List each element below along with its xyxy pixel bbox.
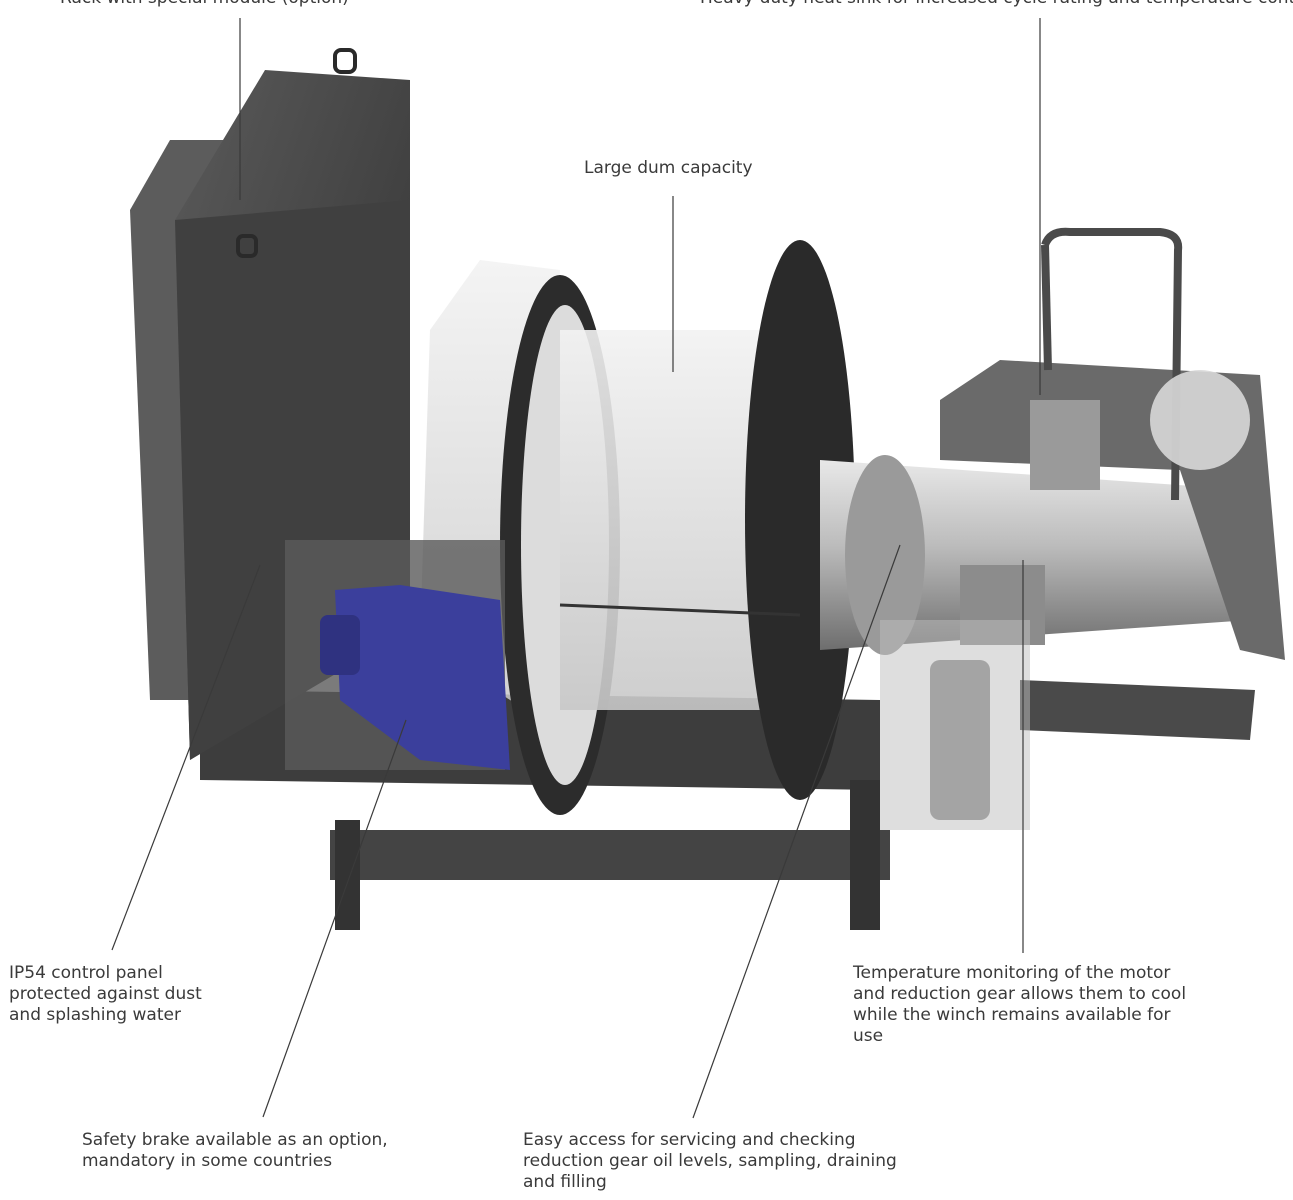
drum [559,240,855,800]
callout-control-panel: IP54 control panel protected against dus… [9,963,202,1026]
callout-temperature: Temperature monitoring of the motor and … [853,963,1186,1047]
heat-sink [940,227,1285,660]
callout-temperature-line-2: and reduction gear allows them to cool [853,984,1187,1004]
callout-control-panel-line-3: and splashing water [9,1005,181,1025]
callout-temperature-line-3: while the winch remains available for [853,1005,1171,1025]
callout-servicing-line-1: Easy access for servicing and checking [523,1130,856,1150]
leader-lines [111,18,1041,1119]
callout-servicing-line-3: and filling [523,1172,607,1192]
callout-servicing: Easy access for servicing and checking r… [523,1130,897,1193]
callout-servicing-line-2: reduction gear oil levels, sampling, dra… [523,1151,897,1171]
motor [820,455,1270,655]
callout-control-panel-line-1: IP54 control panel [9,963,163,983]
leader-safety-brake [262,719,407,1118]
safety-brake [285,540,510,770]
callout-safety-brake-line-2: mandatory in some countries [82,1151,333,1171]
callout-top-right: Heavy-duty heat sink for increased cycle… [700,0,1293,9]
callout-safety-brake-line-1: Safety brake available as an option, [82,1130,388,1150]
pump [880,620,1030,830]
callout-drum-line: Large dum capacity [584,158,753,178]
callout-top-left-line: Rack with special module (option) [60,0,349,9]
callout-top-right-line: Heavy-duty heat sink for increased cycle… [700,0,1293,9]
callout-temperature-line-4: use [853,1026,884,1046]
callout-safety-brake: Safety brake available as an option, man… [82,1130,388,1172]
callout-control-panel-line-2: protected against dust [9,984,202,1004]
leader-servicing [692,544,901,1119]
callout-top-left: Rack with special module (option) [60,0,349,9]
callout-drum: Large dum capacity [584,158,753,179]
callout-temperature-line-1: Temperature monitoring of the motor [853,963,1171,983]
leader-control-panel [111,564,261,951]
